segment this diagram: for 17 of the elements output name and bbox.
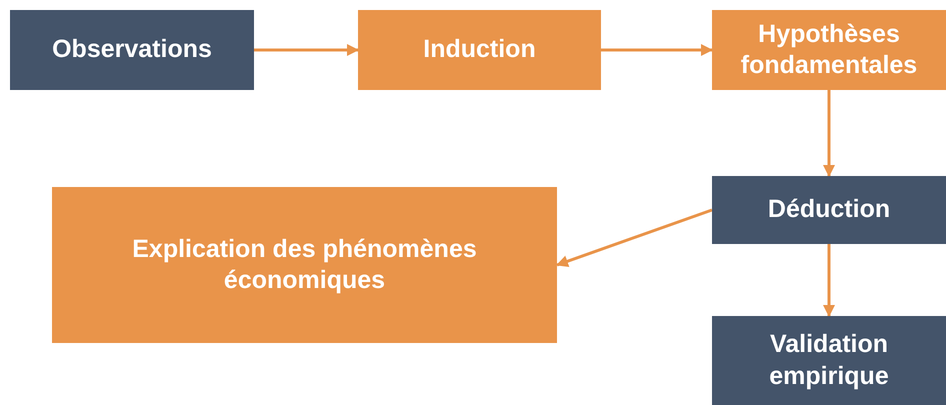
process-box [712,10,946,90]
arrow [254,44,359,56]
process-box [358,10,601,90]
arrow [823,244,835,317]
arrow [556,208,712,267]
box-label: Validation empirique [768,329,890,392]
process-box [712,176,946,244]
box-label: Explication des phénomènes économiques [131,234,478,296]
box-label: Observations [52,34,212,66]
process-box [712,316,946,405]
box-label: Déduction [768,194,890,226]
arrow [823,90,835,177]
process-box [52,187,557,343]
box-label: Induction [423,34,536,66]
box-label: Hypothèses fondamentales [740,18,918,81]
arrow [601,44,713,56]
process-box [10,10,254,90]
